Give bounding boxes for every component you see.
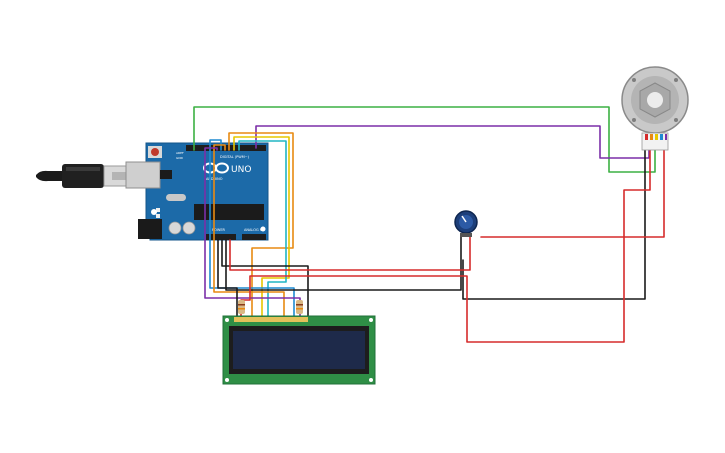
atmega-chip	[194, 204, 264, 220]
wire-black-board-gnd-2[interactable]	[221, 239, 309, 317]
wire-orange-1[interactable]	[228, 132, 294, 317]
usb-b-port	[125, 161, 161, 189]
wire-red-board-5v[interactable]	[229, 235, 471, 271]
arduino-uno-board[interactable]: UNO ARDUINO DIGITAL (PWM~) POWER ANALOG …	[125, 142, 269, 241]
digital-header	[186, 145, 266, 151]
power-label: POWER	[212, 228, 226, 232]
led	[156, 214, 160, 218]
wire-black-board-gnd[interactable]	[217, 239, 238, 317]
lcd-pin-header	[234, 317, 308, 322]
reset-button[interactable]	[148, 146, 162, 158]
wire-red-pot-motor[interactable]	[480, 149, 665, 238]
led	[156, 208, 160, 212]
usb-chip	[160, 170, 172, 179]
wire-red-lcd[interactable]	[240, 149, 651, 343]
analog-label: ANALOG IN	[244, 228, 264, 232]
power-jack	[138, 219, 162, 239]
wire-black-pot[interactable]	[225, 235, 462, 291]
wire-black-motor[interactable]	[462, 149, 646, 300]
wire-purple-motor[interactable]	[255, 125, 650, 159]
digital-label: DIGITAL (PWM~)	[220, 155, 250, 159]
dc-motor[interactable]	[621, 66, 689, 151]
capacitor	[182, 221, 196, 235]
aref-label: AREF	[176, 151, 184, 155]
power-header	[206, 234, 236, 240]
wire-blue[interactable]	[209, 139, 295, 317]
wire-orange-2[interactable]	[213, 144, 285, 317]
resistor[interactable]	[238, 300, 245, 314]
gnd-label: GND	[176, 156, 184, 160]
resistor[interactable]	[296, 300, 303, 314]
capacitor	[168, 221, 182, 235]
lcd-screen	[233, 331, 365, 369]
brand-text: UNO	[231, 165, 251, 175]
resistors	[238, 300, 303, 314]
crystal	[166, 194, 186, 201]
lcd-16x2[interactable]	[222, 315, 376, 385]
wires	[193, 106, 665, 343]
wire-yellow[interactable]	[233, 136, 290, 317]
potentiometer[interactable]	[454, 210, 478, 237]
wire-green[interactable]	[193, 106, 656, 173]
analog-header	[242, 234, 266, 240]
usb-cable[interactable]	[36, 164, 131, 188]
